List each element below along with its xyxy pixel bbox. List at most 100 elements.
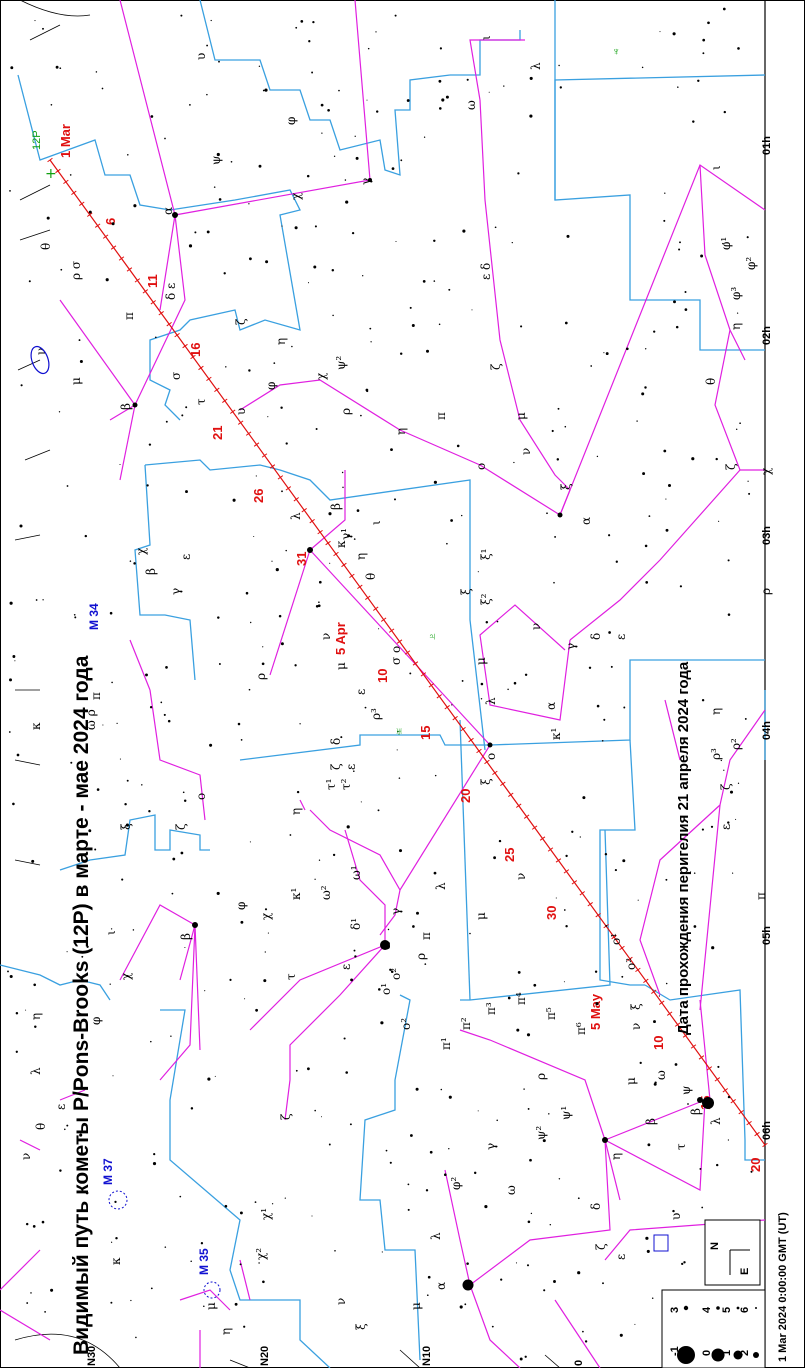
comet-path-tick <box>357 584 363 590</box>
faint-star <box>511 241 513 244</box>
faint-star <box>603 718 606 721</box>
svg-text:φ: φ <box>264 382 278 390</box>
faint-star <box>190 1260 192 1262</box>
datetime-stamp: 1 Mar 2024 0:00:00 GMT (UT) <box>777 1212 789 1362</box>
comet-path-tick <box>563 869 570 874</box>
svg-text:η: η <box>274 338 288 345</box>
faint-star <box>507 996 511 1000</box>
svg-text:ψ: ψ <box>679 1086 693 1095</box>
comet-path-tick <box>746 1120 752 1126</box>
svg-text:ε: ε <box>354 689 368 695</box>
faint-star <box>398 849 403 853</box>
faint-star <box>163 713 166 716</box>
svg-text:χ: χ <box>259 912 273 920</box>
svg-text:ν: ν <box>34 348 48 355</box>
ra-label-05h: 05h <box>761 926 773 945</box>
faint-star <box>604 852 608 856</box>
svg-text:φ: φ <box>89 1017 103 1025</box>
mag-label: 2 <box>739 1350 751 1356</box>
faint-star <box>691 457 695 461</box>
svg-text:ε: ε <box>54 1104 68 1110</box>
faint-star <box>389 1161 392 1164</box>
svg-text:η: η <box>219 1328 233 1335</box>
comet-path-tick <box>79 201 85 206</box>
comet-path-tick <box>738 1109 744 1115</box>
comet-path-tick <box>158 311 164 316</box>
neptune-icon: ♆ <box>612 46 620 58</box>
faint-star <box>702 52 705 55</box>
svg-text:φ²: φ² <box>449 1177 463 1190</box>
faint-star <box>119 758 121 760</box>
faint-star <box>164 1246 167 1248</box>
faint-star <box>445 95 449 99</box>
faint-star <box>20 384 23 387</box>
faint-star <box>218 198 222 201</box>
faint-star <box>558 64 560 67</box>
faint-star <box>78 1269 81 1272</box>
object-m34: M 34 <box>87 603 101 630</box>
svg-text:β: β <box>144 568 158 575</box>
comet-path-tick <box>388 628 395 633</box>
faint-star <box>185 406 188 409</box>
faint-star <box>400 159 403 162</box>
comet-path-tick <box>460 726 466 732</box>
svg-text:θ: θ <box>364 573 378 580</box>
faint-star <box>332 314 334 317</box>
faint-star <box>127 154 129 156</box>
faint-star <box>684 291 687 293</box>
svg-text:η: η <box>709 708 723 715</box>
faint-star <box>203 1305 205 1308</box>
faint-star <box>690 871 692 873</box>
comet-path-tick <box>309 518 315 524</box>
star <box>172 212 178 218</box>
faint-star <box>254 1201 257 1203</box>
faint-star <box>171 892 174 895</box>
faint-star <box>284 1197 286 1199</box>
faint-star <box>385 1149 388 1152</box>
comet-path-tick <box>468 737 474 743</box>
comet-path-tick <box>611 934 617 940</box>
date-label-5may: 5 May <box>588 993 603 1030</box>
faint-star <box>673 300 676 304</box>
svg-text:λ: λ <box>709 1117 723 1125</box>
faint-star <box>109 983 111 985</box>
svg-text:τ¹: τ¹ <box>324 779 338 790</box>
faint-star <box>146 484 149 487</box>
comet-path-tick <box>595 912 601 918</box>
comet-path-tick <box>87 212 93 217</box>
faint-star <box>529 76 533 80</box>
faint-star <box>407 1183 410 1186</box>
faint-star <box>621 975 624 978</box>
svg-text:δ: δ <box>589 633 603 640</box>
faint-star <box>554 535 557 538</box>
faint-star <box>105 278 109 282</box>
faint-star <box>206 44 209 47</box>
svg-text:ν: ν <box>334 1298 348 1305</box>
svg-text:μ: μ <box>334 662 348 670</box>
svg-text:μ: μ <box>624 1077 638 1085</box>
faint-star <box>364 706 367 709</box>
comet-path-tick <box>412 661 419 666</box>
faint-star <box>571 830 574 833</box>
faint-star <box>416 911 419 915</box>
faint-star <box>553 1280 556 1283</box>
faint-star <box>582 796 586 800</box>
faint-star <box>267 416 269 418</box>
faint-star <box>365 388 369 392</box>
faint-star <box>548 1113 550 1115</box>
svg-text:δ: δ <box>589 1203 603 1210</box>
faint-star <box>133 204 137 208</box>
faint-star <box>675 325 679 329</box>
faint-star <box>258 65 261 67</box>
date-label-6: 6 <box>103 218 118 225</box>
svg-text:φ: φ <box>234 902 248 910</box>
faint-star <box>737 782 740 784</box>
faint-star <box>70 761 73 764</box>
faint-star <box>608 534 611 537</box>
faint-star <box>84 534 88 538</box>
faint-star <box>96 788 100 791</box>
ra-labels: 06h 05h 04h 03h 02h 01h 00h <box>761 136 773 1140</box>
comet-path-tick <box>627 956 633 962</box>
faint-star <box>280 406 283 409</box>
faint-star <box>564 321 568 325</box>
